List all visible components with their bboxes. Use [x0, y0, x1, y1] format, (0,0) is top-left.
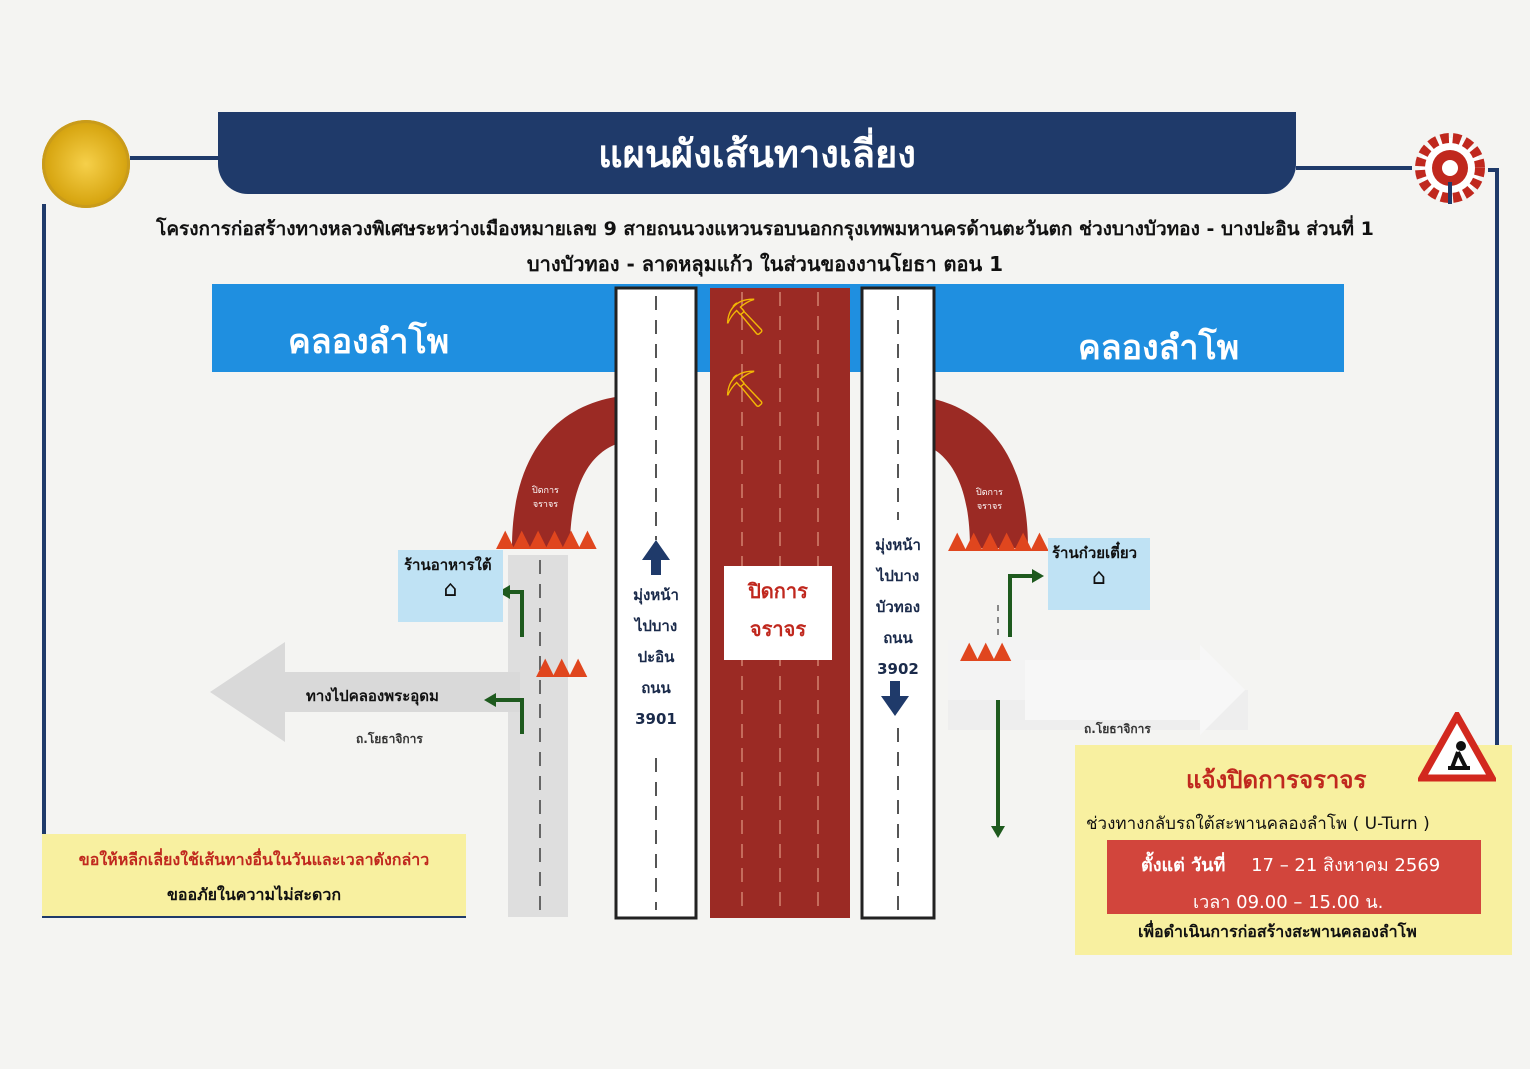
notice-location: ช่วงทางกลับรถใต้สะพานคลองลำโพ ( U-Turn )	[1086, 814, 1430, 834]
page-title: แผนผังเส้นทางเลี่ยง	[218, 112, 1296, 194]
closed-road-label: ปิดการ จราจร	[724, 566, 832, 660]
traffic-cone-icon: ▲▲▲▲▲▲	[496, 524, 597, 552]
seal-logo	[42, 120, 130, 208]
arrow-up-icon	[642, 540, 670, 575]
house-icon: ⌂	[443, 577, 458, 602]
right-shop: ร้านก๋วยเตี๋ยว ⌂	[1048, 538, 1150, 610]
arrow-down-icon	[881, 681, 909, 716]
notice-heading: แจ้งปิดการจราจร	[1186, 766, 1367, 794]
direction-3901: มุ่งหน้า ไปบาง ปะอิน ถนน 3901	[633, 586, 679, 728]
closed-uturn-right-label: ปิดการจราจร	[976, 488, 1003, 512]
left-shop: ร้านอาหารใต้ ⌂	[398, 550, 503, 622]
date-prefix: ตั้งแต่ วันที่	[1141, 855, 1226, 876]
subtitle-line2: บางบัวทอง - ลาดหลุมแก้ว ในส่วนของงานโยธา…	[526, 252, 1004, 276]
traffic-cone-icon: ▲▲▲▲▲▲	[948, 526, 1049, 554]
time-range: เวลา 09.00 – 15.00 น.	[1193, 892, 1384, 913]
turn-arrows	[492, 574, 1036, 828]
notice-left-line1: ขอให้หลีกเลี่ยงใช้เส้นทางอื่นในวันและเวล…	[78, 850, 430, 869]
road-work-sign-icon	[1416, 708, 1498, 782]
closed-uturn-left	[512, 395, 640, 548]
canal-label-right: คลองลำโพ	[1078, 328, 1240, 368]
gear-logo	[1410, 130, 1490, 210]
canal-label-left: คลองลำโพ	[288, 322, 450, 362]
house-icon: ⌂	[1092, 565, 1106, 590]
detour-arrow	[210, 642, 520, 742]
direction-3902: มุ่งหน้า ไปบาง บัวทอง ถนน 3902	[875, 536, 921, 678]
traffic-cone-icon: ▲▲▲	[536, 652, 587, 680]
subtitle-line1: โครงการก่อสร้างทางหลวงพิเศษระหว่างเมืองห…	[156, 218, 1374, 240]
notice-left-line2: ขออภัยในความไม่สะดวก	[166, 885, 342, 904]
side-road-left: ถ.โยธาจิการ	[356, 732, 423, 746]
notice-purpose: เพื่อดำเนินการก่อสร้างสะพานคลองลำโพ	[1138, 922, 1417, 941]
notice-left: ขอให้หลีกเลี่ยงใช้เส้นทางอื่นในวันและเวล…	[42, 834, 466, 916]
notice-date-box: ตั้งแต่ วันที่ 17 – 21 สิงหาคม 2569 เวลา…	[1107, 840, 1481, 914]
excavator-icon: ⛏	[722, 297, 768, 338]
side-road-right: ถ.โยธาจิการ	[1084, 722, 1151, 736]
closed-uturn-left-label: ปิดการจราจร	[532, 486, 559, 510]
detour-label: ทางไปคลองพระอุดม	[306, 687, 439, 705]
excavator-icon: ⛏	[722, 369, 768, 410]
date-range: 17 – 21 สิงหาคม 2569	[1251, 855, 1441, 876]
traffic-cone-icon: ▲▲▲	[960, 636, 1011, 664]
